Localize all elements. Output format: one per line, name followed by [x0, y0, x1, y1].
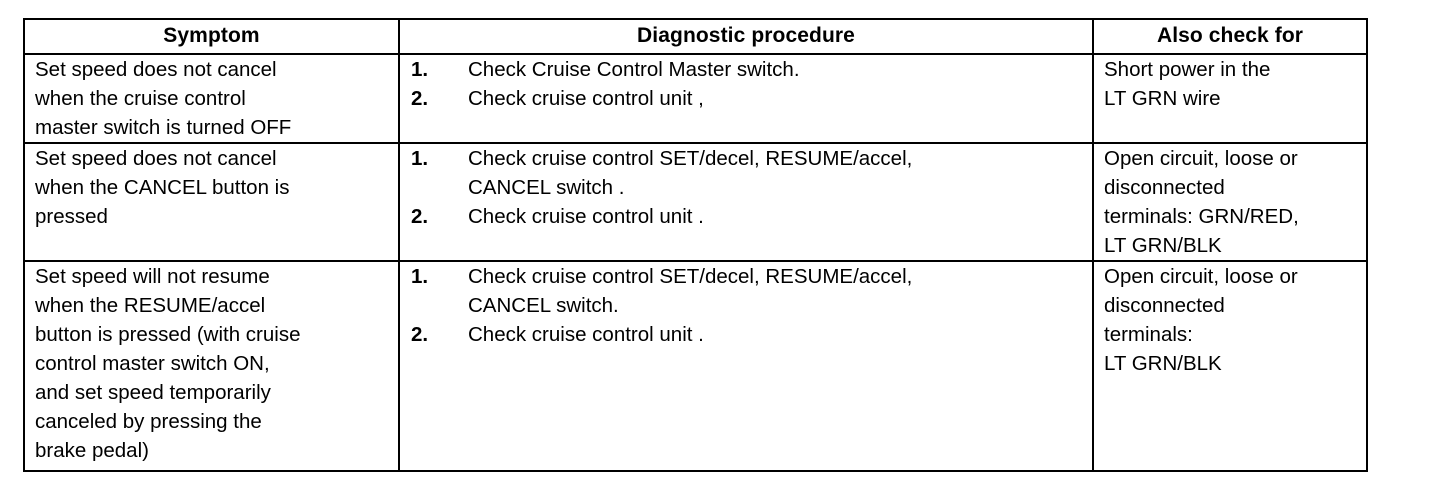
step-text-line: Check cruise control SET/decel, RESUME/a…	[468, 265, 913, 288]
table-row: Set speed does not cancel when the CANCE…	[23, 142, 1368, 262]
step-text-line: CANCEL switch.	[468, 294, 619, 317]
symptom-line: control master switch ON,	[35, 352, 270, 375]
symptom-line: and set speed temporarily	[35, 381, 271, 404]
step-text: Check cruise control unit .	[468, 202, 1092, 231]
symptom-line: brake pedal)	[35, 439, 149, 462]
step-text-line: Check cruise control unit ,	[468, 87, 704, 110]
step-number: 2.	[411, 87, 429, 110]
step-text: Check cruise control SET/decel, RESUME/a…	[468, 262, 1092, 320]
step-number: 1.	[411, 265, 429, 288]
step-text: Check cruise control SET/decel, RESUME/a…	[468, 144, 1092, 202]
step-text: Check Cruise Control Master switch.	[468, 55, 1092, 84]
step-number: 1.	[411, 147, 429, 170]
also-check-line: disconnected	[1104, 294, 1225, 317]
symptom-line: Set speed will not resume	[35, 265, 270, 288]
also-check-line: LT GRN wire	[1104, 87, 1221, 110]
also-check-line: LT GRN/BLK	[1104, 352, 1222, 375]
table-row: Set speed does not cancel when the cruis…	[23, 53, 1368, 144]
also-check-line: Open circuit, loose or	[1104, 147, 1298, 170]
procedure-step: 2. Check cruise control unit .	[411, 320, 1092, 349]
diagnostic-table: Symptom Diagnostic procedure Also check …	[23, 18, 1368, 472]
procedure-step: 1. Check cruise control SET/decel, RESUM…	[411, 262, 1092, 320]
procedure-cell: 1. Check cruise control SET/decel, RESUM…	[398, 260, 1094, 472]
step-number: 2.	[411, 205, 429, 228]
symptom-line: canceled by pressing the	[35, 410, 262, 433]
step-text-line: Check cruise control SET/decel, RESUME/a…	[468, 147, 913, 170]
procedure-step-list: 1. Check cruise control SET/decel, RESUM…	[411, 262, 1092, 349]
symptom-line: button is pressed (with cruise	[35, 323, 301, 346]
also-check-line: terminals: GRN/RED,	[1104, 205, 1299, 228]
table-header-row: Symptom Diagnostic procedure Also check …	[23, 18, 1368, 55]
procedure-cell: 1. Check cruise control SET/decel, RESUM…	[398, 142, 1094, 262]
procedure-step-list: 1. Check Cruise Control Master switch. 2…	[411, 55, 1092, 113]
symptom-cell: Set speed will not resume when the RESUM…	[23, 260, 400, 472]
symptom-cell: Set speed does not cancel when the CANCE…	[23, 142, 400, 262]
diagnostic-table-container: Symptom Diagnostic procedure Also check …	[23, 18, 1368, 472]
procedure-step: 2. Check cruise control unit ,	[411, 84, 1092, 113]
step-number: 2.	[411, 323, 429, 346]
procedure-step: 1. Check Cruise Control Master switch.	[411, 55, 1092, 84]
also-check-line: disconnected	[1104, 176, 1225, 199]
table-body: Set speed does not cancel when the cruis…	[23, 53, 1368, 472]
symptom-line: when the cruise control	[35, 87, 246, 110]
step-text-line: Check cruise control unit .	[468, 205, 704, 228]
step-number: 1.	[411, 58, 429, 81]
step-text: Check cruise control unit .	[468, 320, 1092, 349]
symptom-line: when the RESUME/accel	[35, 294, 266, 317]
symptom-line: pressed	[35, 205, 108, 228]
procedure-step: 1. Check cruise control SET/decel, RESUM…	[411, 144, 1092, 202]
procedure-step-list: 1. Check cruise control SET/decel, RESUM…	[411, 144, 1092, 231]
step-text-line: Check cruise control unit .	[468, 323, 704, 346]
also-check-line: Open circuit, loose or	[1104, 265, 1298, 288]
procedure-cell: 1. Check Cruise Control Master switch. 2…	[398, 53, 1094, 144]
step-text: Check cruise control unit ,	[468, 84, 1092, 113]
also-check-line: terminals:	[1104, 323, 1193, 346]
symptom-line: Set speed does not cancel	[35, 58, 277, 81]
column-header-also-check: Also check for	[1092, 18, 1368, 55]
also-check-cell: Short power in the LT GRN wire	[1092, 53, 1368, 144]
also-check-cell: Open circuit, loose or disconnected term…	[1092, 142, 1368, 262]
symptom-line: master switch is turned OFF	[35, 116, 292, 139]
column-header-procedure: Diagnostic procedure	[398, 18, 1094, 55]
step-text-line: CANCEL switch .	[468, 176, 625, 199]
table-row: Set speed will not resume when the RESUM…	[23, 260, 1368, 472]
symptom-cell: Set speed does not cancel when the cruis…	[23, 53, 400, 144]
also-check-cell: Open circuit, loose or disconnected term…	[1092, 260, 1368, 472]
symptom-line: when the CANCEL button is	[35, 176, 290, 199]
procedure-step: 2. Check cruise control unit .	[411, 202, 1092, 231]
step-text-line: Check Cruise Control Master switch.	[468, 58, 800, 81]
also-check-line: LT GRN/BLK	[1104, 234, 1222, 257]
symptom-line: Set speed does not cancel	[35, 147, 277, 170]
column-header-symptom: Symptom	[23, 18, 400, 55]
also-check-line: Short power in the	[1104, 58, 1271, 81]
